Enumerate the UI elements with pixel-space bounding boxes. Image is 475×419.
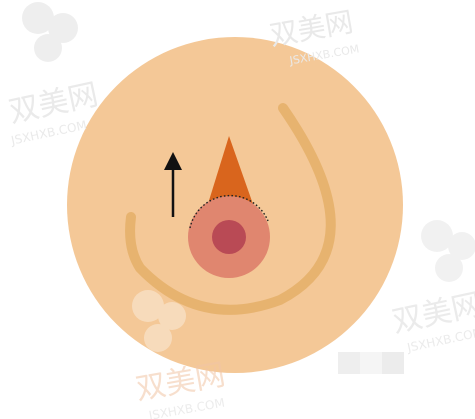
flower-logo-icon	[22, 2, 78, 62]
up-arrow-icon	[164, 152, 182, 217]
watermark-logo-top	[22, 2, 78, 62]
watermark-logo-right	[421, 220, 475, 282]
blurred-patch	[338, 352, 404, 374]
watermark-cn-left: 双美网	[6, 77, 101, 130]
curved-band	[125, 103, 336, 315]
inner-circle	[212, 220, 246, 254]
flower-logo-icon-right	[421, 220, 475, 282]
flower-logo-icon-bottom	[132, 290, 186, 352]
cone-shape	[207, 136, 254, 207]
watermark-logo-bottom	[132, 290, 186, 352]
watermark-right: 双美网 JSXHXB.COM	[389, 287, 475, 355]
watermark-left: 双美网 JSXHXB.COM	[6, 77, 101, 148]
watermark-bottom: 双美网 JSXHXB.COM	[133, 357, 228, 419]
